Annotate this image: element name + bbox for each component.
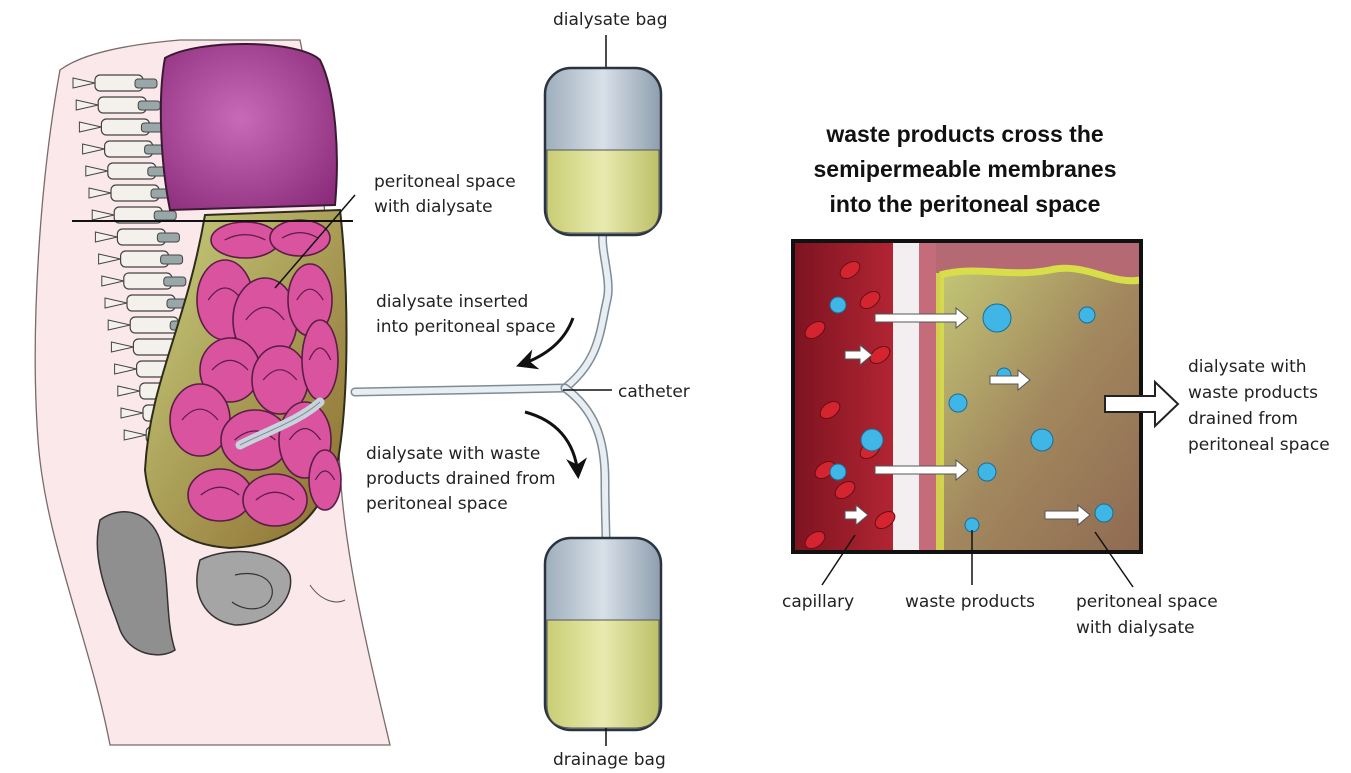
bowel-loop (211, 222, 279, 258)
vertebral-disc (154, 211, 176, 220)
waste-products-label: waste products (905, 590, 1035, 614)
dialysate-bag-label: dialysate bag (553, 8, 668, 32)
waste-particle (861, 429, 883, 451)
peritoneal-detail-label-line1: peritoneal space (1076, 590, 1218, 614)
upper-organ (161, 44, 337, 210)
waste-particle (1095, 504, 1113, 522)
drained-label-line3: peritoneal space (366, 492, 508, 516)
membrane-detail (793, 241, 1141, 552)
capillary-label: capillary (782, 590, 854, 614)
vertebral-disc (161, 255, 183, 264)
waste-particle (983, 304, 1011, 332)
bowel-loop (309, 450, 341, 510)
waste-particle (830, 297, 846, 313)
peritoneal-space-label-line1: peritoneal space (374, 170, 516, 194)
waste-particle (978, 463, 996, 481)
vertebral-disc (135, 79, 157, 88)
catheter-label: catheter (618, 380, 690, 404)
output-label-line3: drained from (1188, 407, 1298, 431)
bowel-loop (270, 220, 330, 256)
waste-particle (830, 464, 846, 480)
title-line1: waste products cross the (790, 120, 1140, 148)
title-line2: semipermeable membranes (790, 155, 1140, 183)
body-cross-section (35, 40, 390, 745)
output-label-line1: dialysate with (1188, 355, 1307, 379)
waste-particle (1031, 429, 1053, 451)
vertebral-disc (138, 101, 160, 110)
peritoneal-detail-label-line2: with dialysate (1076, 616, 1195, 640)
bowel-loop (188, 469, 252, 521)
bowel-loop (243, 474, 307, 526)
capillary-vessel (793, 241, 893, 552)
output-label-line4: peritoneal space (1188, 433, 1330, 457)
drainage-bag-label: drainage bag (553, 748, 666, 772)
bowel-loop (302, 320, 338, 400)
dialysate-bag (545, 35, 661, 235)
drainage-bag (545, 538, 661, 746)
inserted-label-line2: into peritoneal space (376, 315, 556, 339)
drained-label-line2: products drained from (366, 467, 556, 491)
drained-label-line1: dialysate with waste (366, 442, 540, 466)
output-label-line2: waste products (1188, 381, 1318, 405)
title-line3: into the peritoneal space (790, 190, 1140, 218)
peritoneal-space-label-line2: with dialysate (374, 195, 493, 219)
inserted-label-line1: dialysate inserted (376, 290, 528, 314)
waste-particle (949, 394, 967, 412)
waste-particle (965, 518, 979, 532)
vertebral-disc (157, 233, 179, 242)
vertebral-disc (164, 277, 186, 286)
waste-particle (1079, 307, 1095, 323)
